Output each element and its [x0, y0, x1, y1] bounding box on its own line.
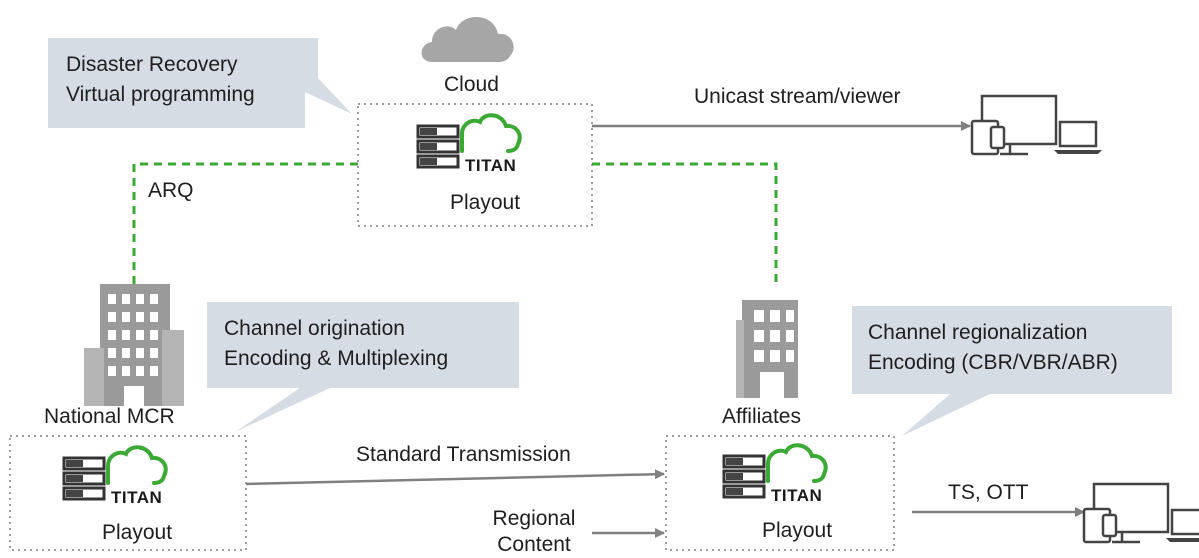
callout-national-line1: Channel origination [224, 317, 405, 340]
arq-link-national [132, 162, 358, 284]
callout-cloud-line1: Disaster Recovery [66, 53, 238, 76]
callout-cloud [48, 38, 352, 128]
unicast-label: Unicast stream/viewer [694, 85, 901, 108]
callout-national [207, 302, 519, 432]
ts-ott-label: TS, OTT [948, 481, 1029, 504]
site-label-affiliates: Affiliates [722, 405, 801, 428]
caption-playout-cloud: Playout [450, 191, 521, 214]
viewer-devices-icon-top [970, 94, 1104, 156]
titan-wordmark-national: TITAN [111, 488, 163, 507]
site-label-national: National MCR [44, 405, 175, 428]
titan-wordmark-cloud: TITAN [465, 156, 517, 175]
callout-national-line2: Encoding & Multiplexing [224, 347, 449, 370]
caption-playout-national: Playout [102, 521, 173, 544]
caption-playout-affiliates: Playout [762, 519, 833, 542]
standard-transmission-label: Standard Transmission [356, 443, 571, 466]
standard-transmission-arrow [245, 469, 665, 486]
arq-link-affiliates [592, 162, 778, 282]
site-label-cloud: Cloud [444, 73, 499, 96]
regional-label-line1: Regional [492, 507, 576, 530]
viewer-devices-icon-bottom [1082, 482, 1199, 544]
affiliate-building-icon [736, 300, 798, 398]
arq-label: ARQ [148, 179, 194, 202]
cloud-icon [421, 16, 514, 62]
callout-affiliates [852, 306, 1172, 436]
national-playout-box [9, 435, 247, 551]
affiliates-playout-box [665, 435, 895, 551]
callout-affiliates-line1: Channel regionalization [868, 321, 1088, 344]
regional-label-line2: Content [497, 533, 571, 556]
titan-wordmark-affiliates: TITAN [771, 486, 823, 505]
callout-cloud-line2: Virtual programming [66, 83, 255, 106]
office-building-icon [84, 284, 184, 406]
callout-affiliates-line2: Encoding (CBR/VBR/ABR) [868, 351, 1118, 374]
